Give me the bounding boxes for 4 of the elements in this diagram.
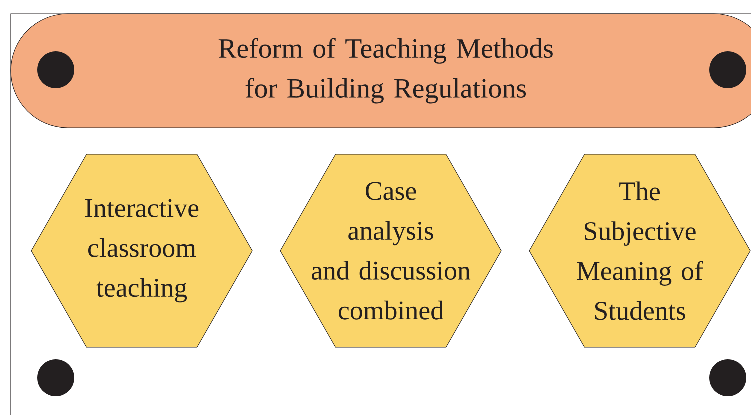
hexagon: The Subjective Meaning of Students (529, 154, 751, 348)
hexagon: Interactive classroom teaching (31, 154, 253, 348)
hexagon: Case analysis and discussion combined (280, 154, 502, 348)
title-capsule: Reform of Teaching Methods for Building Regulations (10, 14, 751, 128)
